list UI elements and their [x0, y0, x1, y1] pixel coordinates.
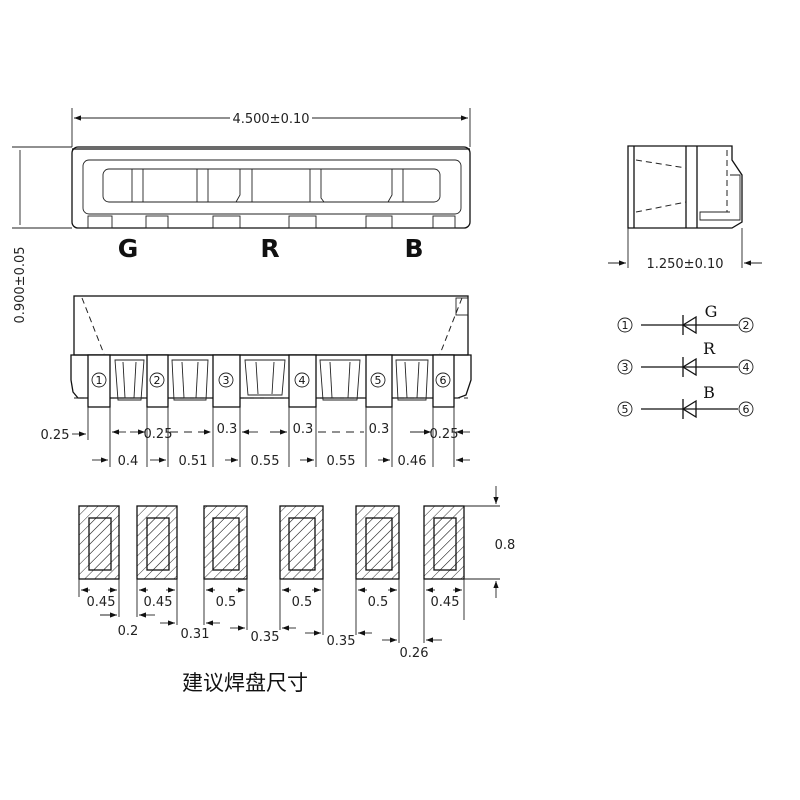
dimension-label: 0.4	[118, 454, 139, 469]
side-view: 1.250±0.10	[608, 145, 762, 272]
diode-b: 5 6 B	[617, 383, 754, 419]
dimension-label: 0.45	[431, 595, 460, 610]
label-g: G	[118, 234, 139, 263]
bottom-view: 1 2 3 4 5 6 0.25 0.25 0.3 0.3 0.3 0.25 0…	[41, 295, 472, 469]
height-dimension: 0.900±0.05	[13, 246, 28, 323]
pin-number: 4	[299, 374, 306, 387]
pin-numbers: 1 2 3 4 5 6	[91, 372, 451, 388]
top-view: 4.500±0.10 G R B 0.900±0.05	[12, 108, 471, 324]
dimension-label: 0.31	[181, 627, 210, 642]
color-label: G	[705, 302, 718, 321]
diode-r: 3 4 R	[617, 339, 754, 377]
pin-number: 1	[96, 374, 103, 387]
pin-number: 3	[223, 374, 230, 387]
pad-gaps: 0.2 0.31 0.35 0.35 0.26	[118, 624, 429, 661]
dimension-label: 0.5	[216, 595, 237, 610]
depth-dimension: 1.250±0.10	[646, 257, 723, 272]
dimension-label: 0.3	[217, 422, 238, 437]
color-label: B	[703, 383, 715, 402]
pin-label: 5	[622, 403, 629, 416]
dimension-label: 0.5	[292, 595, 313, 610]
dimension-label: 0.5	[368, 595, 389, 610]
label-r: R	[260, 234, 279, 263]
pad-title: 建议焊盘尺寸	[182, 671, 308, 695]
dimension-label: 0.35	[251, 630, 280, 645]
pin-dimensions-row2: 0.4 0.51 0.55 0.55 0.46	[118, 454, 427, 469]
package-outline	[71, 146, 471, 229]
dimension-label: 0.45	[144, 595, 173, 610]
dimension-label: 0.3	[369, 422, 390, 437]
dimension-label: 0.46	[398, 454, 427, 469]
dimension-label: 0.2	[118, 624, 139, 639]
diode-icon	[681, 399, 697, 419]
dimension-label: 0.45	[87, 595, 116, 610]
diode-g: 1 2 G	[617, 302, 754, 335]
dimension-label: 0.25	[144, 427, 173, 442]
recommended-pads: 0.45 0.45 0.5 0.5 0.5 0.45 0.2 0.31 0.35…	[78, 486, 516, 695]
dimension-label: 0.3	[293, 422, 314, 437]
color-label: R	[703, 339, 716, 358]
dimension-label: 0.55	[327, 454, 356, 469]
dimension-label: 0.35	[327, 634, 356, 649]
dimension-label: 0.25	[430, 427, 459, 442]
pin-label: 4	[743, 361, 750, 374]
pin-label: 6	[743, 403, 750, 416]
dimension-label: 0.25	[41, 428, 70, 443]
pin-number: 6	[440, 374, 447, 387]
diode-icon	[681, 357, 697, 377]
dimension-label: 0.51	[179, 454, 208, 469]
pin-number: 5	[375, 374, 382, 387]
pin-leads	[87, 354, 455, 408]
pad-widths: 0.45 0.45 0.5 0.5 0.5 0.45	[87, 595, 460, 610]
top-pads	[87, 215, 456, 229]
dimension-label: 0.55	[251, 454, 280, 469]
pad-height-label: 0.8	[495, 538, 516, 553]
schematic: 1 2 G 3 4 R 5 6 B	[617, 302, 754, 419]
pin-number: 2	[154, 374, 161, 387]
dimension-label: 0.26	[400, 646, 429, 661]
diode-icon	[681, 315, 697, 335]
pin-label: 2	[743, 319, 750, 332]
pin-dimensions-row1: 0.25 0.25 0.3 0.3 0.3 0.25	[41, 422, 459, 443]
pin-label: 1	[622, 319, 629, 332]
label-b: B	[404, 234, 423, 263]
pin-label: 3	[622, 361, 629, 374]
width-dimension: 4.500±0.10	[232, 112, 309, 127]
